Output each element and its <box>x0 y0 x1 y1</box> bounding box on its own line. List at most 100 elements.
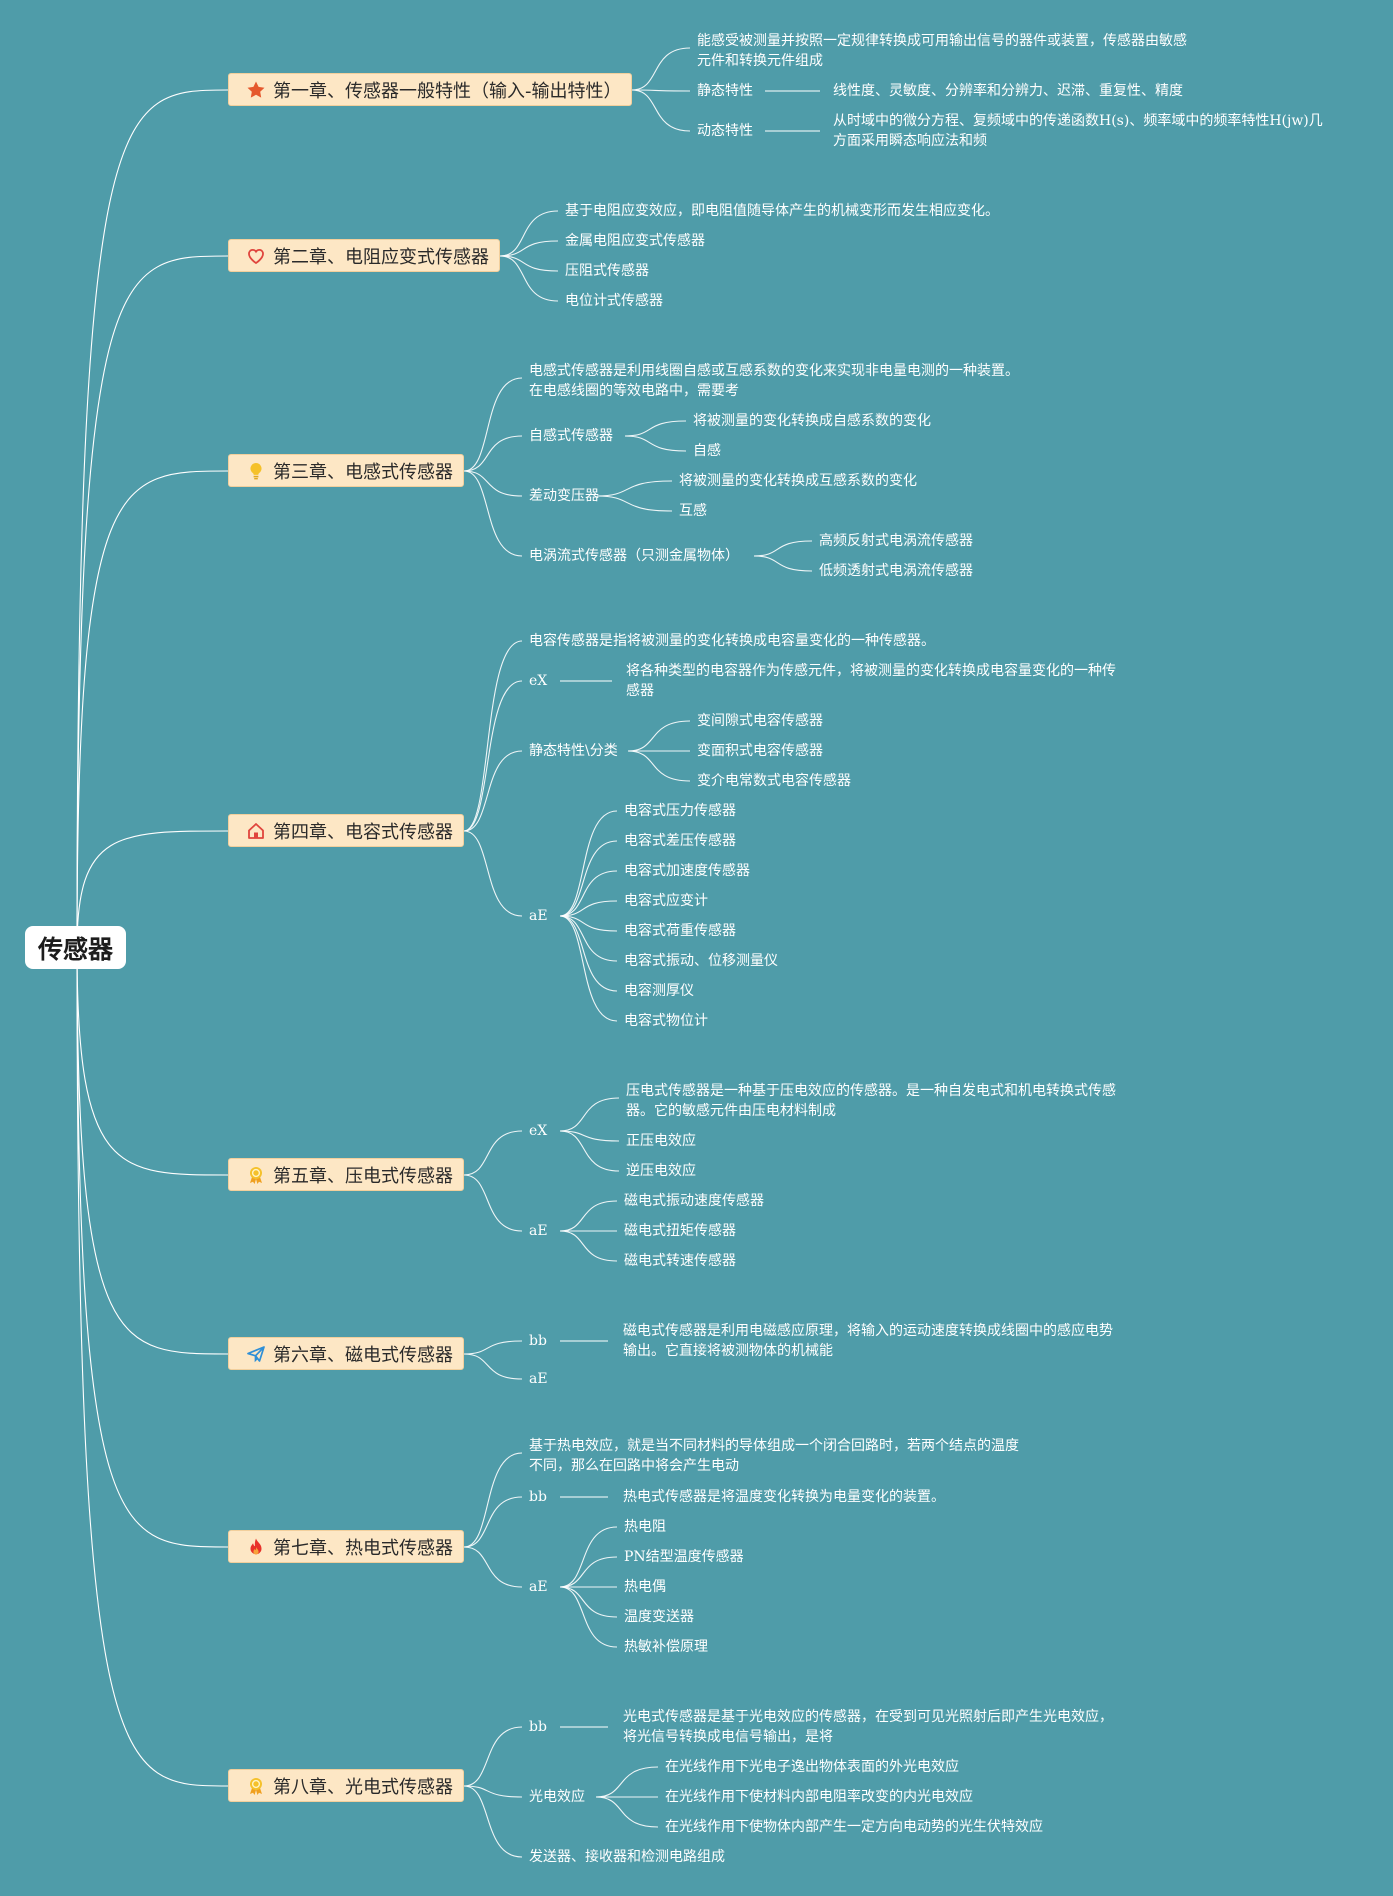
c5-ex-positive-effect[interactable]: 正压电效应 <box>626 1133 696 1149</box>
paper-plane-icon <box>245 1343 267 1365</box>
c7-ae-item[interactable]: 温度变送器 <box>624 1609 694 1625</box>
c1-static-characteristics[interactable]: 静态特性 <box>697 83 753 99</box>
c7-ae[interactable]: aE <box>529 1579 548 1595</box>
c5-ex-definition[interactable]: 压电式传感器是一种基于压电效应的传感器。是一种自发电式和机电转换式传感器。它的敏… <box>626 1083 1116 1119</box>
c8-components[interactable]: 发送器、接收器和检测电路组成 <box>529 1849 725 1865</box>
c4-static-b[interactable]: 变面积式电容传感器 <box>697 743 823 759</box>
c6-bb[interactable]: bb <box>529 1333 547 1349</box>
c5-ae-item[interactable]: 磁电式扭矩传感器 <box>624 1223 736 1239</box>
c4-static-classification[interactable]: 静态特性\分类 <box>529 743 618 759</box>
connector-line <box>559 1586 618 1618</box>
connector-line <box>463 1130 523 1176</box>
c8-bb[interactable]: bb <box>529 1719 547 1735</box>
c8-pe-item[interactable]: 在光线作用下使材料内部电阻率改变的内光电效应 <box>665 1789 973 1805</box>
c6-ae[interactable]: aE <box>529 1371 548 1387</box>
connector-line <box>753 555 813 572</box>
c8-photoelectric-effect[interactable]: 光电效应 <box>529 1789 585 1805</box>
c3-definition[interactable]: 电感式传感器是利用线圈自感或互感系数的变化来实现非电量电测的一种装置。在电感线圈… <box>529 363 1019 399</box>
c3-self-b[interactable]: 自感 <box>693 443 721 459</box>
connector-line <box>463 1452 523 1548</box>
c1-dynamic-detail[interactable]: 从时域中的微分方程、复频域中的传递函数H(s)、频率域中的频率特性H(jw)几方… <box>833 113 1323 149</box>
c4-ae-item[interactable]: 电容式加速度传感器 <box>624 863 750 879</box>
connector-line <box>76 470 229 949</box>
c4-ae[interactable]: aE <box>529 908 548 924</box>
c4-static-a[interactable]: 变间隙式电容传感器 <box>697 713 823 729</box>
chapter-1-topic[interactable]: 第一章、传感器一般特性（输入-输出特性） <box>228 73 632 106</box>
chapter-2-topic[interactable]: 第二章、电阻应变式传感器 <box>228 239 500 272</box>
c5-ex-inverse-effect[interactable]: 逆压电效应 <box>626 1163 696 1179</box>
c4-ae-item[interactable]: 电容式差压传感器 <box>624 833 736 849</box>
c2-strain-effect[interactable]: 基于电阻应变效应，即电阻值随导体产生的机械变形而发生相应变化。 <box>565 203 999 219</box>
chapter-8-topic[interactable]: 第八章、光电式传感器 <box>228 1769 464 1802</box>
c5-ex[interactable]: eX <box>529 1123 548 1139</box>
connector-line <box>596 480 673 497</box>
chapter-5-topic[interactable]: 第五章、压电式传感器 <box>228 1158 464 1191</box>
chapter-8-label: 第八章、光电式传感器 <box>273 1776 453 1798</box>
connector-line <box>463 377 523 472</box>
c3-eddy-b[interactable]: 低频透射式电涡流传感器 <box>819 563 973 579</box>
c3-diff-a[interactable]: 将被测量的变化转换成互感系数的变化 <box>679 473 917 489</box>
c7-ae-item[interactable]: 热敏补偿原理 <box>624 1639 708 1655</box>
c4-ae-item[interactable]: 电容式压力传感器 <box>624 803 736 819</box>
c7-ae-item[interactable]: PN结型温度传感器 <box>624 1549 744 1565</box>
c4-ae-item[interactable]: 电容式振动、位移测量仪 <box>624 953 778 969</box>
c7-ae-item[interactable]: 热电阻 <box>624 1519 666 1535</box>
connector-line <box>631 47 691 91</box>
c5-ae[interactable]: aE <box>529 1223 548 1239</box>
c3-self-a[interactable]: 将被测量的变化转换成自感系数的变化 <box>693 413 931 429</box>
award-icon <box>245 1775 267 1797</box>
connector-line <box>463 1174 523 1232</box>
connector-line <box>559 1130 620 1142</box>
c1-static-detail[interactable]: 线性度、灵敏度、分辨率和分辨力、迟滞、重复性、精度 <box>833 83 1183 99</box>
c7-bb-detail[interactable]: 热电式传感器是将温度变化转换为电量变化的装置。 <box>623 1489 945 1505</box>
connector-line <box>559 915 618 1022</box>
c4-static-c[interactable]: 变介电常数式电容传感器 <box>697 773 851 789</box>
connector-line <box>559 915 618 932</box>
c3-eddy-a[interactable]: 高频反射式电涡流传感器 <box>819 533 973 549</box>
c4-ae-item[interactable]: 电容式物位计 <box>624 1013 708 1029</box>
chapter-4-topic[interactable]: 第四章、电容式传感器 <box>228 814 464 847</box>
c7-bb[interactable]: bb <box>529 1489 547 1505</box>
connector-line <box>76 255 229 949</box>
c6-bb-detail[interactable]: 磁电式传感器是利用电磁感应原理，将输入的运动速度转换成线圈中的感应电势输出。它直… <box>623 1323 1113 1359</box>
c1-definition[interactable]: 能感受被测量并按照一定规律转换成可用输出信号的器件或装置，传感器由敏感元件和转换… <box>697 33 1187 69</box>
connector-line <box>463 1353 523 1380</box>
chapter-7-topic[interactable]: 第七章、热电式传感器 <box>228 1530 464 1563</box>
c4-ex[interactable]: eX <box>529 673 548 689</box>
connector-line <box>559 1526 618 1588</box>
connector-line <box>559 915 618 992</box>
c4-definition[interactable]: 电容传感器是指将被测量的变化转换成电容量变化的一种传感器。 <box>529 633 935 649</box>
c4-ae-item[interactable]: 电容式荷重传感器 <box>624 923 736 939</box>
chapter-6-label: 第六章、磁电式传感器 <box>273 1344 453 1366</box>
c4-ex-detail[interactable]: 将各种类型的电容器作为传感元件，将被测量的变化转换成电容量变化的一种传感器 <box>626 663 1116 699</box>
c4-ae-item[interactable]: 电容测厚仪 <box>624 983 694 999</box>
chapter-6-topic[interactable]: 第六章、磁电式传感器 <box>228 1337 464 1370</box>
c7-ae-item[interactable]: 热电偶 <box>624 1579 666 1595</box>
c3-differential-transformer[interactable]: 差动变压器 <box>529 488 599 504</box>
c4-ae-item[interactable]: 电容式应变计 <box>624 893 708 909</box>
c2-piezoresistive-sensor[interactable]: 压阻式传感器 <box>565 263 649 279</box>
connector-line <box>499 210 559 257</box>
c7-definition[interactable]: 基于热电效应，就是当不同材料的导体组成一个闭合回路时，若两个结点的温度不同，那么… <box>529 1438 1019 1474</box>
root-topic[interactable]: 传感器 <box>25 926 126 969</box>
chapter-3-topic[interactable]: 第三章、电感式传感器 <box>228 454 464 487</box>
lightbulb-icon <box>245 460 267 482</box>
c3-eddy-current-sensor[interactable]: 电涡流式传感器（只测金属物体） <box>529 548 739 564</box>
c8-pe-item[interactable]: 在光线作用下使物体内部产生一定方向电动势的光生伏特效应 <box>665 1819 1043 1835</box>
award-icon <box>245 1164 267 1186</box>
c3-diff-b[interactable]: 互感 <box>679 503 707 519</box>
c8-pe-item[interactable]: 在光线作用下光电子逸出物体表面的外光电效应 <box>665 1759 959 1775</box>
c2-potentiometer-sensor[interactable]: 电位计式传感器 <box>565 293 663 309</box>
c1-dynamic-characteristics[interactable]: 动态特性 <box>697 123 753 139</box>
c5-ae-item[interactable]: 磁电式振动速度传感器 <box>624 1193 764 1209</box>
chapter-3-label: 第三章、电感式传感器 <box>273 461 453 483</box>
c2-metal-strain-sensor[interactable]: 金属电阻应变式传感器 <box>565 233 705 249</box>
c3-self-inductance-sensor[interactable]: 自感式传感器 <box>529 428 613 444</box>
connector-line <box>559 900 618 917</box>
connector-line <box>631 89 691 92</box>
connector-line <box>624 420 687 437</box>
c5-ae-item[interactable]: 磁电式转速传感器 <box>624 1253 736 1269</box>
c8-bb-detail[interactable]: 光电式传感器是基于光电效应的传感器，在受到可见光照射后即产生光电效应，将光信号转… <box>623 1709 1113 1745</box>
